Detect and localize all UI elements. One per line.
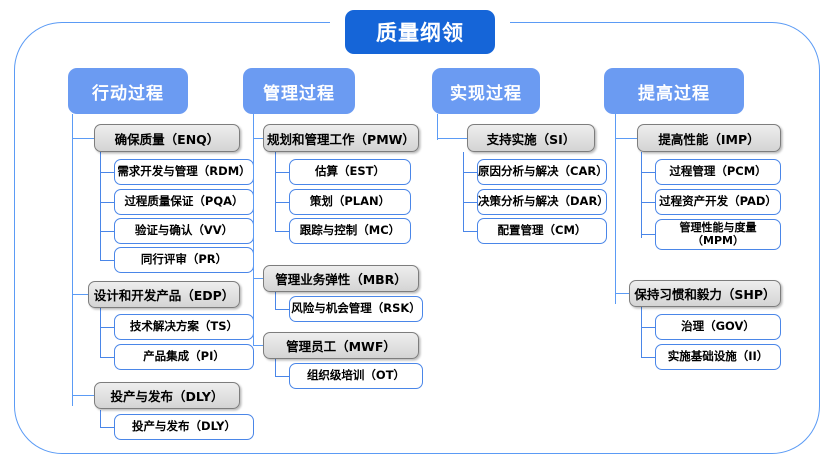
connector-pmw-item1 <box>275 172 289 174</box>
connector-shp-item1 <box>641 327 655 329</box>
process-box-plan[interactable]: 策划（PLAN） <box>289 189 411 215</box>
connector-edp-item2 <box>100 357 114 359</box>
connector-mwf-item1 <box>275 376 289 378</box>
connector-col1-g1 <box>72 138 94 140</box>
process-box-ot[interactable]: 组织级培训（OT） <box>289 363 423 389</box>
connector-col3-g1 <box>437 138 469 140</box>
process-box-gov[interactable]: 治理（GOV） <box>655 314 781 340</box>
connector-sub-dly <box>100 410 102 428</box>
connector-trunk-col3 <box>437 114 439 140</box>
process-box-pad[interactable]: 过程资产开发（PAD） <box>655 189 781 215</box>
connector-imp-item1 <box>641 172 655 174</box>
process-box-dar[interactable]: 决策分析与解决（DAR） <box>477 189 609 215</box>
connector-trunk-col2 <box>253 114 255 346</box>
connector-col2-g1 <box>253 138 263 140</box>
connector-col4-g1 <box>615 138 637 140</box>
group-box-si[interactable]: 支持实施（SI） <box>467 124 595 152</box>
connector-imp-item3 <box>641 234 655 236</box>
process-box-dly-item[interactable]: 投产与发布（DLY） <box>114 414 254 440</box>
column-header-management-process[interactable]: 管理过程 <box>243 68 355 114</box>
connector-sub-mbr <box>275 292 277 310</box>
group-box-shp[interactable]: 保持习惯和毅力（SHP） <box>629 280 781 307</box>
process-box-est[interactable]: 估算（EST） <box>289 159 411 185</box>
process-box-mpm[interactable]: 管理性能与度量 （MPM） <box>655 219 781 250</box>
process-box-car[interactable]: 原因分析与解决（CAR） <box>477 159 608 185</box>
connector-col1-g3 <box>72 395 94 397</box>
process-box-pr[interactable]: 同行评审（PR） <box>114 247 254 273</box>
connector-col4-g2 <box>615 293 629 295</box>
connector-shp-item2 <box>641 357 655 359</box>
process-box-mc[interactable]: 跟踪与控制（MC） <box>289 218 411 244</box>
connector-sub-imp <box>641 152 643 238</box>
connector-col2-g2 <box>253 278 263 280</box>
connector-col2-g3 <box>253 345 263 347</box>
process-box-rdm[interactable]: 需求开发与管理（RDM） <box>114 159 254 185</box>
connector-si-item1 <box>463 172 477 174</box>
group-box-mbr[interactable]: 管理业务弹性（MBR） <box>263 265 419 292</box>
process-box-pcm[interactable]: 过程管理（PCM） <box>655 159 781 185</box>
connector-sub-pmw <box>275 152 277 232</box>
connector-si-item2 <box>463 202 477 204</box>
group-box-enq[interactable]: 确保质量（ENQ） <box>94 124 240 152</box>
connector-pmw-item3 <box>275 231 289 233</box>
connector-enq-item1 <box>100 172 114 174</box>
connector-edp-item1 <box>100 327 114 329</box>
group-box-edp[interactable]: 设计和开发产品（EDP） <box>88 281 240 308</box>
connector-pmw-item2 <box>275 202 289 204</box>
connector-si-item3 <box>463 231 477 233</box>
connector-col1-g2 <box>72 294 88 296</box>
process-box-ts[interactable]: 技术解决方案（TS） <box>114 314 254 340</box>
process-box-cm[interactable]: 配置管理（CM） <box>477 218 607 244</box>
process-box-pqa[interactable]: 过程质量保证（PQA） <box>114 189 254 215</box>
connector-sub-mwf <box>275 359 277 377</box>
connector-trunk-col1 <box>72 114 74 406</box>
connector-imp-item2 <box>641 202 655 204</box>
column-header-action-process[interactable]: 行动过程 <box>68 68 188 114</box>
connector-enq-item3 <box>100 231 114 233</box>
process-box-vv[interactable]: 验证与确认（VV） <box>114 218 254 244</box>
group-box-imp[interactable]: 提高性能（IMP） <box>637 124 781 152</box>
group-box-mwf[interactable]: 管理员工（MWF） <box>263 332 419 359</box>
column-header-improvement-process[interactable]: 提高过程 <box>604 68 744 114</box>
process-box-pi[interactable]: 产品集成（PI） <box>114 344 254 370</box>
column-header-implementation-process[interactable]: 实现过程 <box>432 68 540 114</box>
connector-sub-enq <box>100 152 102 260</box>
connector-dly-item1 <box>100 427 114 429</box>
connector-trunk-col4 <box>615 114 617 304</box>
connector-sub-edp <box>100 308 102 358</box>
connector-enq-item4 <box>100 260 114 262</box>
connector-enq-item2 <box>100 202 114 204</box>
process-box-rsk[interactable]: 风险与机会管理（RSK） <box>289 296 423 322</box>
group-box-dly[interactable]: 投产与发布（DLY） <box>94 382 240 409</box>
connector-mbr-item1 <box>275 309 289 311</box>
root-title: 质量纲领 <box>345 10 495 54</box>
connector-sub-shp <box>641 307 643 357</box>
process-box-ii[interactable]: 实施基础设施（II） <box>655 344 781 370</box>
connector-sub-si <box>463 152 465 232</box>
group-box-pmw[interactable]: 规划和管理工作（PMW） <box>263 124 419 152</box>
